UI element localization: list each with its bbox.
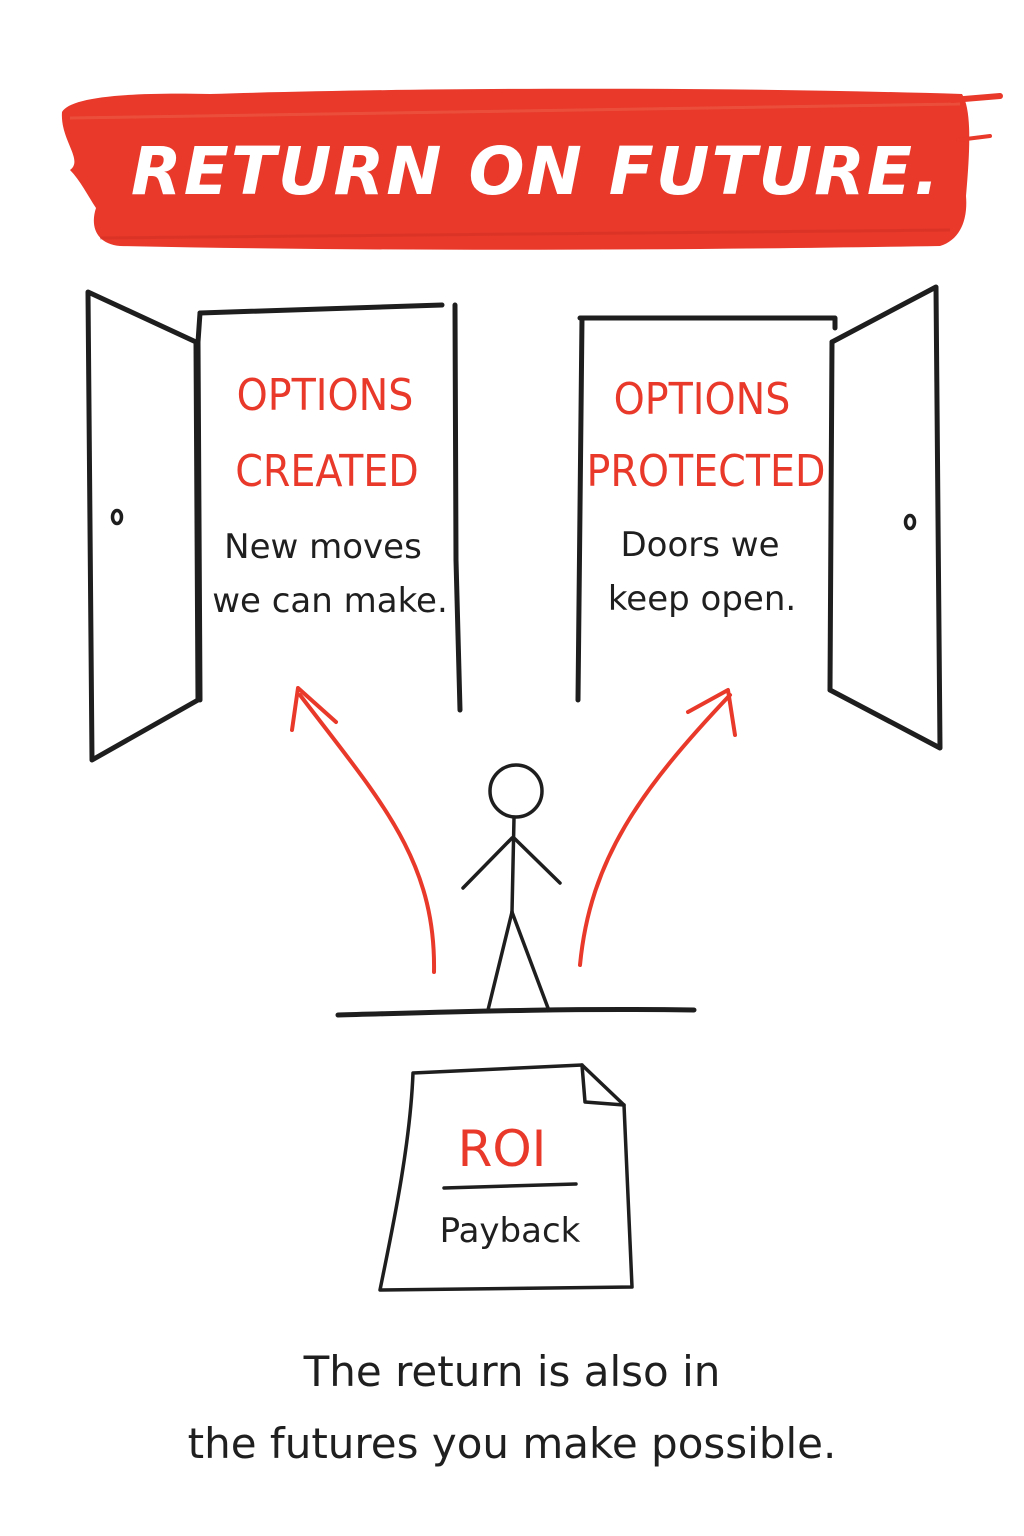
door-knob-icon — [903, 513, 917, 531]
caption-line1: The return is also in — [303, 1347, 721, 1396]
ground-line — [335, 1006, 697, 1018]
right-door-text-line2: keep open. — [608, 579, 796, 619]
right-door-heading-line1: OPTIONS — [614, 374, 791, 425]
caption-line2: the futures you make possible. — [188, 1419, 837, 1468]
note-payback-label: Payback — [440, 1211, 581, 1251]
page-title: RETURN ON FUTURE. — [131, 133, 941, 210]
right-door-heading-line2: PROTECTED — [586, 446, 825, 497]
left-door-text-line2: we can make. — [212, 581, 448, 621]
door-knob-icon — [110, 508, 124, 526]
left-door-text-line1: New moves — [224, 527, 422, 567]
left-door-heading-line1: OPTIONS — [237, 370, 414, 421]
left-door-heading-line2: CREATED — [235, 446, 418, 497]
stick-figure-icon — [461, 763, 562, 1012]
note-page-icon — [378, 1063, 634, 1292]
title-banner: RETURN ON FUTURE. — [61, 88, 1003, 250]
right-door-text-line1: Doors we — [620, 525, 779, 565]
left-arrow-icon — [290, 686, 437, 974]
right-arrow-icon — [578, 688, 737, 967]
brush-stroke-shape — [61, 88, 970, 250]
left-door-icon — [85, 289, 463, 763]
note-roi-label: ROI — [458, 1120, 547, 1178]
right-door-icon — [575, 284, 943, 751]
